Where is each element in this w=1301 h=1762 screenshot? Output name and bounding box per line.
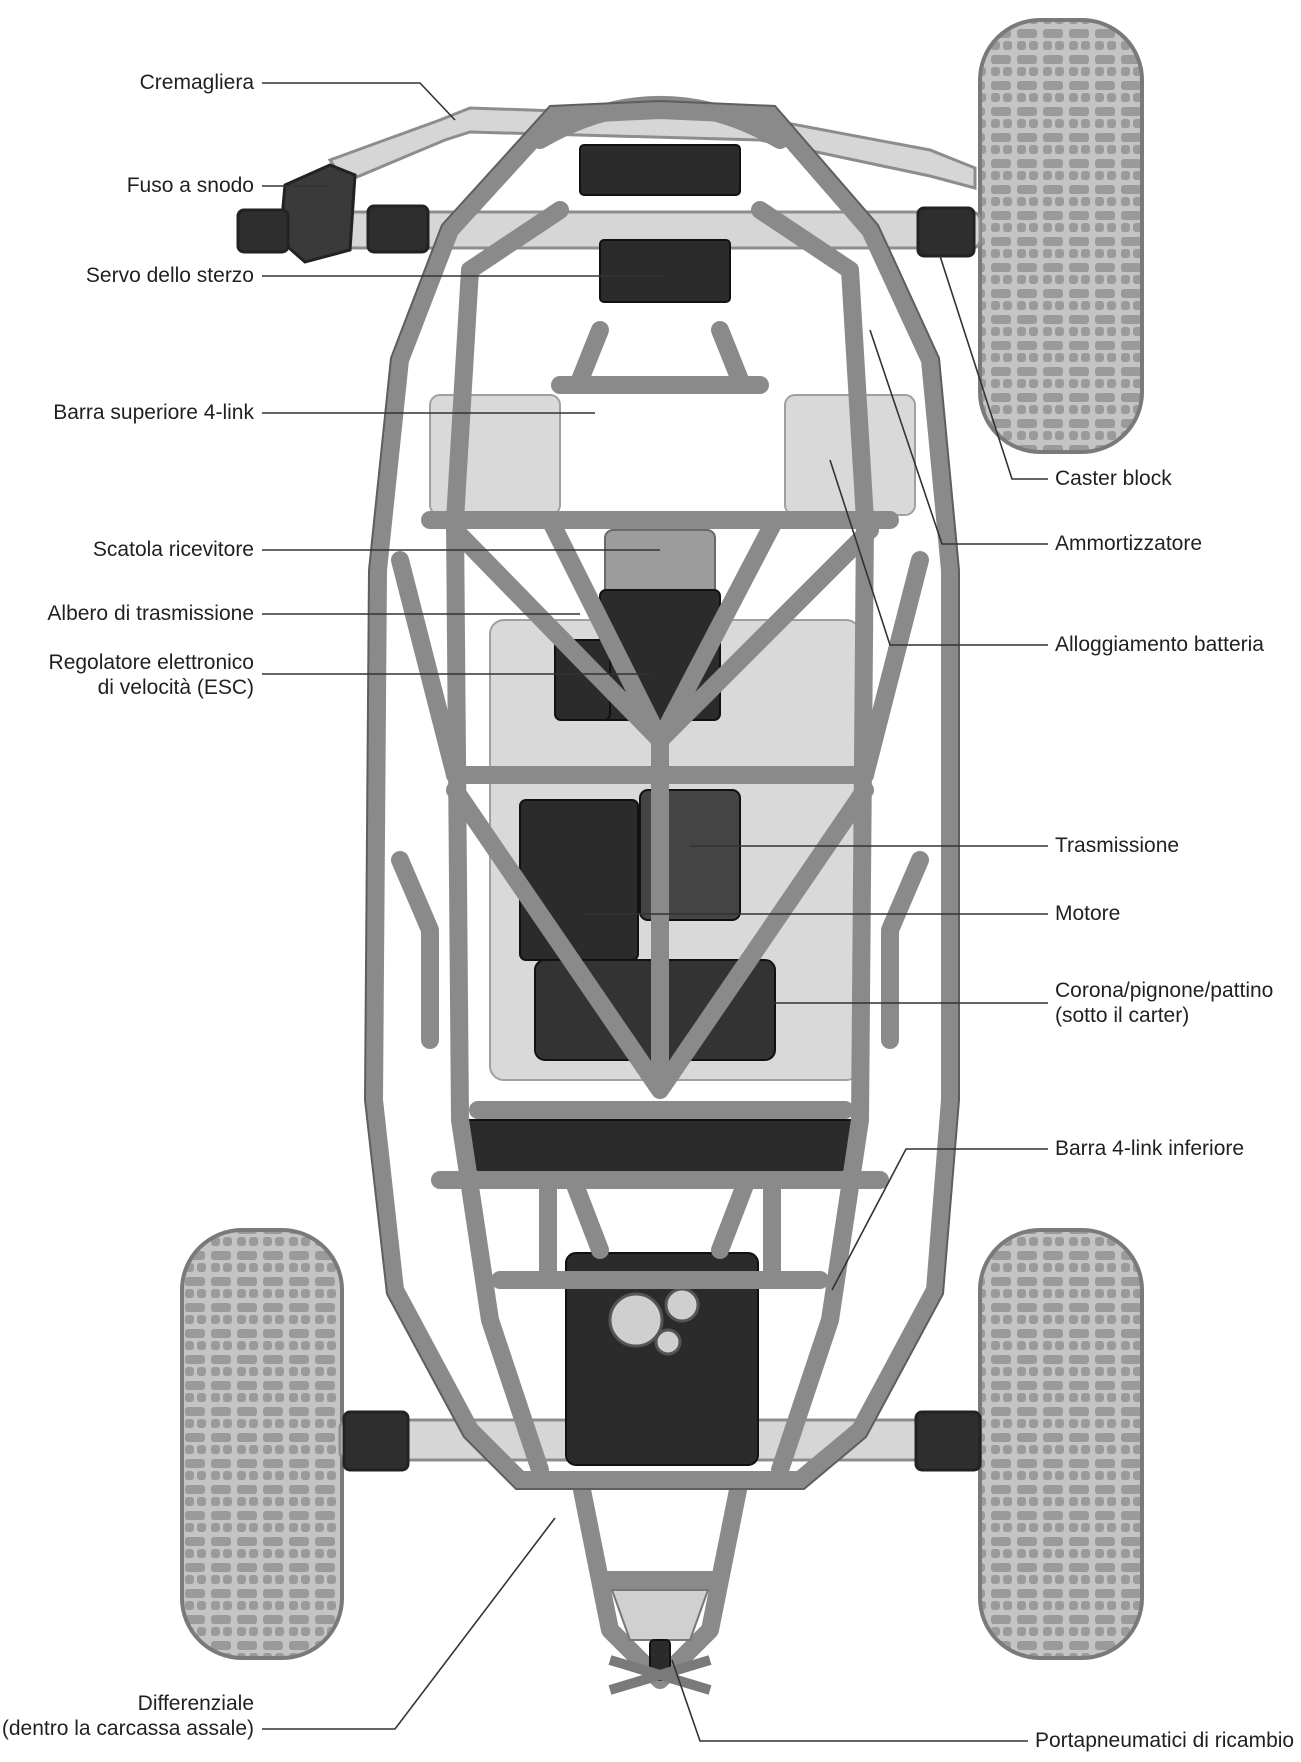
label-line: Caster block: [1055, 467, 1172, 490]
label-line: Portapneumatici di ricambio: [1035, 1729, 1295, 1752]
label-portapneumatici: Portapneumatici di ricambio: [1035, 1728, 1294, 1753]
label-line: Cremagliera: [139, 71, 254, 94]
carrier-plate: [610, 1589, 710, 1641]
caster-block-shape: [916, 206, 976, 258]
label-trasmissione: Trasmissione: [1055, 833, 1179, 858]
label-line: Motore: [1055, 902, 1121, 925]
gear-large: [608, 1292, 664, 1348]
label-differenziale: Differenziale (dentro la carcassa assale…: [2, 1691, 254, 1741]
steering-knuckle-shape: [278, 163, 357, 264]
label-line: Scatola ricevitore: [92, 538, 254, 561]
label-line: (sotto il carter): [1055, 1004, 1190, 1027]
label-line: Fuso a snodo: [126, 174, 254, 197]
label-cremagliera: Cremagliera: [140, 70, 254, 95]
gear-small: [664, 1287, 700, 1323]
leader-caster: [939, 255, 1048, 480]
leader-barra-inf: [831, 1148, 1048, 1291]
label-line: di velocità (ESC): [97, 676, 254, 699]
gear-tiny: [654, 1328, 682, 1356]
leader-lines: [262, 82, 1048, 1742]
label-line: Servo dello sterzo: [85, 264, 254, 287]
upper-4link: [551, 321, 769, 394]
label-barra-superiore: Barra superiore 4-link: [53, 400, 254, 425]
rear-left-hub: [342, 1410, 410, 1472]
leader-portapneumatici: [671, 1659, 1028, 1742]
label-scatola-ricevitore: Scatola ricevitore: [93, 537, 254, 562]
tube-frame: [365, 96, 959, 1689]
leader-differenziale: [262, 1517, 556, 1730]
tire-rear-left: [180, 1228, 344, 1660]
carrier-arms: [608, 1655, 712, 1695]
tire-front-right: [978, 18, 1144, 454]
label-line: Barra superiore 4-link: [53, 401, 254, 424]
outer-cage-outline: [363, 99, 960, 1490]
leader-batteria: [829, 459, 1048, 646]
front-left-hub: [236, 208, 290, 254]
lower-4link: [539, 1176, 781, 1289]
outer-cage: [365, 101, 959, 1489]
front-left-block: [366, 204, 430, 254]
side-rails-left: [391, 551, 464, 1049]
label-line: Differenziale: [137, 1692, 254, 1715]
tire-rear-right: [978, 1228, 1144, 1660]
motor-shape: [519, 799, 639, 961]
label-esc: Regolatore elettronico di velocità (ESC): [49, 650, 254, 700]
front-hoop: [531, 96, 789, 149]
label-barra-4link-inferiore: Barra 4-link inferiore: [1055, 1136, 1244, 1161]
leader-ammortizzatore: [869, 329, 1048, 545]
diff-gears: [608, 1287, 700, 1356]
label-caster-block: Caster block: [1055, 466, 1172, 491]
label-line: Regolatore elettronico: [48, 651, 254, 674]
label-motore: Motore: [1055, 901, 1120, 926]
frame-outline: [363, 99, 960, 1490]
label-servo-dello-sterzo: Servo dello sterzo: [86, 263, 254, 288]
label-ammortizzatore: Ammortizzatore: [1055, 531, 1202, 556]
inner-cage: [446, 201, 874, 1479]
steering-servo-shape: [599, 239, 731, 303]
side-rails-right: [856, 551, 929, 1049]
label-albero-di-trasmissione: Albero di trasmissione: [47, 601, 254, 626]
label-fuso-a-snodo: Fuso a snodo: [127, 173, 254, 198]
label-line: Corona/pignone/pattino: [1055, 979, 1274, 1002]
rear-right-hub: [914, 1410, 982, 1472]
steering-rack-shape: [327, 106, 977, 190]
label-corona: Corona/pignone/pattino (sotto il carter): [1055, 978, 1273, 1028]
leader-cremagliera: [262, 82, 456, 121]
label-line: Barra 4-link inferiore: [1055, 1137, 1245, 1160]
label-alloggiamento-batteria: Alloggiamento batteria: [1055, 632, 1264, 657]
top-block: [579, 144, 741, 196]
label-line: Albero di trasmissione: [47, 602, 254, 625]
label-line: Ammortizzatore: [1055, 532, 1203, 555]
label-line: Trasmissione: [1055, 834, 1180, 857]
x-brace-lower: [446, 731, 874, 1099]
spare-tire-carrier: [608, 1589, 712, 1695]
label-line: Alloggiamento batteria: [1055, 633, 1264, 656]
label-line: (dentro la carcassa assale): [1, 1717, 254, 1740]
